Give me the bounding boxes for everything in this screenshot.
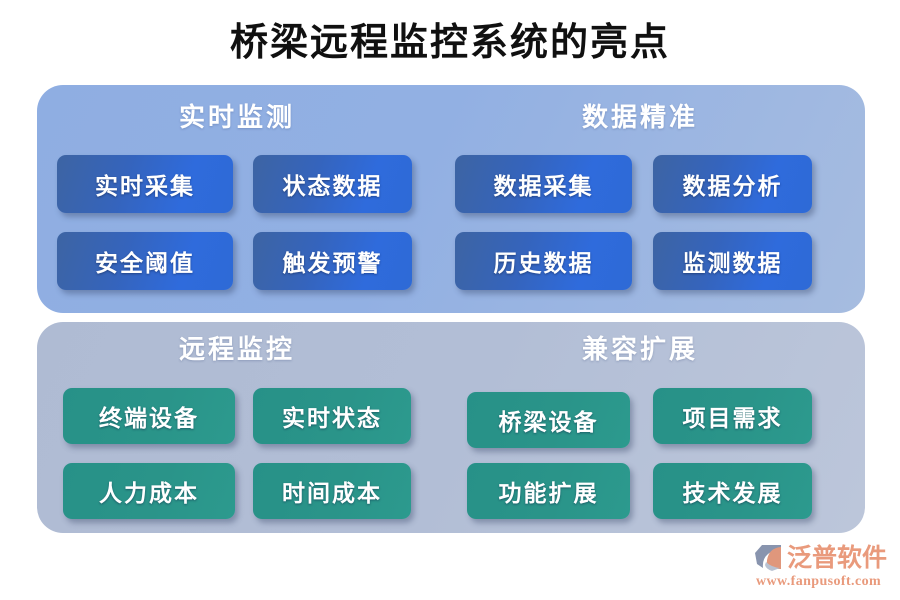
section-header-compatibility: 兼容扩展 [581, 335, 698, 364]
chip-data-collection[interactable]: 数据采集 [455, 155, 632, 213]
section-header-realtime-monitoring: 实时监测 [178, 103, 295, 132]
chip-labor-cost[interactable]: 人力成本 [63, 463, 235, 519]
chip-status-data[interactable]: 状态数据 [253, 155, 412, 213]
logo-row: 泛普软件 [754, 544, 887, 572]
chip-data-analysis[interactable]: 数据分析 [653, 155, 812, 213]
chip-technology-development[interactable]: 技术发展 [653, 463, 812, 519]
chip-safety-threshold[interactable]: 安全阈值 [57, 232, 233, 290]
chip-monitoring-data[interactable]: 监测数据 [653, 232, 812, 290]
fanpu-swoosh-logo-icon [755, 545, 781, 571]
section-header-remote-control: 远程监控 [178, 335, 295, 364]
chip-realtime-collection[interactable]: 实时采集 [57, 155, 233, 213]
chip-project-requirement[interactable]: 项目需求 [653, 388, 812, 444]
brand-logo: 泛普软件 www.fanpusoft.com [754, 544, 890, 590]
chip-bridge-device[interactable]: 桥梁设备 [467, 392, 630, 448]
chip-terminal-device[interactable]: 终端设备 [63, 388, 235, 444]
chip-function-expansion[interactable]: 功能扩展 [467, 463, 630, 519]
page-title: 桥梁远程监控系统的亮点 [229, 22, 670, 64]
chip-historical-data[interactable]: 历史数据 [455, 232, 632, 290]
section-header-data-accuracy: 数据精准 [581, 103, 698, 132]
chip-trigger-alert[interactable]: 触发预警 [253, 232, 412, 290]
logo-website-url: www.fanpusoft.com [756, 574, 882, 589]
logo-company-name: 泛普软件 [787, 544, 888, 572]
chip-time-cost[interactable]: 时间成本 [253, 463, 411, 519]
chip-realtime-status[interactable]: 实时状态 [253, 388, 411, 444]
